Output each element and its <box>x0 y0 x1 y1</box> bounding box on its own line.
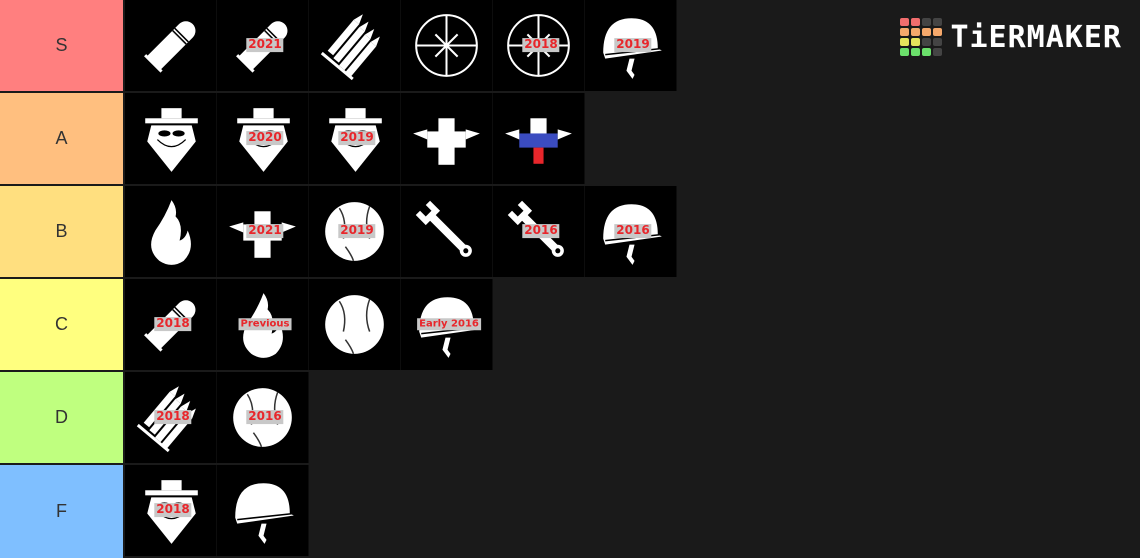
bullet-icon <box>144 21 196 73</box>
tier-row-c: C 2018 Previous Early 2016 <box>0 279 1140 372</box>
tier-item-baseball[interactable]: 2016 <box>217 372 309 463</box>
tier-item-medic-cross[interactable]: 2021 <box>217 186 309 277</box>
year-tag: 2019 <box>338 130 376 145</box>
tier-item-helmet[interactable] <box>217 465 309 556</box>
tier-items[interactable]: 2018 <box>125 465 1140 558</box>
tier-row-f: F 2018 <box>0 465 1140 558</box>
year-tag: 2018 <box>154 316 192 331</box>
medic-cross-flag-icon <box>505 118 572 164</box>
ammo-clip-icon <box>136 386 196 453</box>
tier-item-crosshair[interactable] <box>401 0 493 91</box>
tier-item-spy[interactable]: 2019 <box>309 93 401 184</box>
tier-label-a[interactable]: A <box>0 93 125 184</box>
tier-label-s[interactable]: S <box>0 0 125 91</box>
tier-row-b: B 2021 2019 2016 2016 <box>0 186 1140 279</box>
baseball-icon <box>325 295 384 355</box>
tier-row-d: D 2018 2016 <box>0 372 1140 465</box>
tier-label-b[interactable]: B <box>0 186 125 277</box>
crosshair-icon <box>415 14 478 77</box>
tier-items[interactable]: 2018 2016 <box>125 372 1140 463</box>
tier-items[interactable]: 2021 2019 2016 2016 <box>125 186 1140 277</box>
tier-label-f[interactable]: F <box>0 465 125 558</box>
year-tag: Previous <box>238 318 292 330</box>
tier-item-baseball[interactable]: 2019 <box>309 186 401 277</box>
tier-item-spy[interactable]: 2020 <box>217 93 309 184</box>
tier-row-s: S 2021 2018 2019 <box>0 0 1140 93</box>
logo-grid-icon <box>900 18 943 56</box>
spy-icon <box>145 108 198 172</box>
tier-label-c[interactable]: C <box>0 279 125 370</box>
year-tag: 2016 <box>522 223 560 238</box>
tier-item-medic-cross-flag[interactable] <box>493 93 585 184</box>
tier-item-helmet[interactable]: Early 2016 <box>401 279 493 370</box>
year-tag: 2021 <box>246 37 284 52</box>
year-tag: 2019 <box>614 37 652 52</box>
year-tag: 2021 <box>246 223 284 238</box>
year-tag: 2019 <box>338 223 376 238</box>
tier-item-crosshair[interactable]: 2018 <box>493 0 585 91</box>
tier-item-baseball[interactable] <box>309 279 401 370</box>
tier-item-bullet[interactable]: 2018 <box>125 279 217 370</box>
tier-item-spy[interactable]: 2018 <box>125 465 217 556</box>
tier-row-a: A 2020 2019 <box>0 93 1140 186</box>
tier-item-helmet[interactable]: 2016 <box>585 186 677 277</box>
tier-item-helmet[interactable]: 2019 <box>585 0 677 91</box>
tier-items[interactable]: 2018 Previous Early 2016 <box>125 279 1140 370</box>
tier-item-medic-cross[interactable] <box>401 93 493 184</box>
tier-item-flame[interactable] <box>125 186 217 277</box>
logo-text: TiERMAKER <box>950 19 1122 55</box>
year-tag: 2018 <box>154 409 192 424</box>
year-tag: 2020 <box>246 130 284 145</box>
tier-items[interactable]: 2021 2018 2019 <box>125 0 1140 91</box>
tier-label-d[interactable]: D <box>0 372 125 463</box>
flame-icon <box>151 200 191 265</box>
helmet-icon <box>235 483 294 544</box>
tier-item-spy[interactable] <box>125 93 217 184</box>
year-tag: 2016 <box>614 223 652 238</box>
tier-item-bullet[interactable]: 2021 <box>217 0 309 91</box>
tier-item-flame[interactable]: Previous <box>217 279 309 370</box>
tier-items[interactable]: 2020 2019 <box>125 93 1140 184</box>
tier-item-wrench[interactable]: 2016 <box>493 186 585 277</box>
year-tag: Early 2016 <box>417 318 481 330</box>
ammo-clip-icon <box>320 14 380 81</box>
wrench-icon <box>415 200 472 257</box>
year-tag: 2018 <box>154 502 192 517</box>
tiermaker-logo: TiERMAKER <box>900 18 1122 56</box>
tier-item-bullet[interactable] <box>125 0 217 91</box>
tier-item-wrench[interactable] <box>401 186 493 277</box>
tier-item-ammo-clip[interactable] <box>309 0 401 91</box>
tier-item-ammo-clip[interactable]: 2018 <box>125 372 217 463</box>
year-tag: 2018 <box>522 37 560 52</box>
medic-cross-icon <box>413 118 480 165</box>
year-tag: 2016 <box>246 409 284 424</box>
